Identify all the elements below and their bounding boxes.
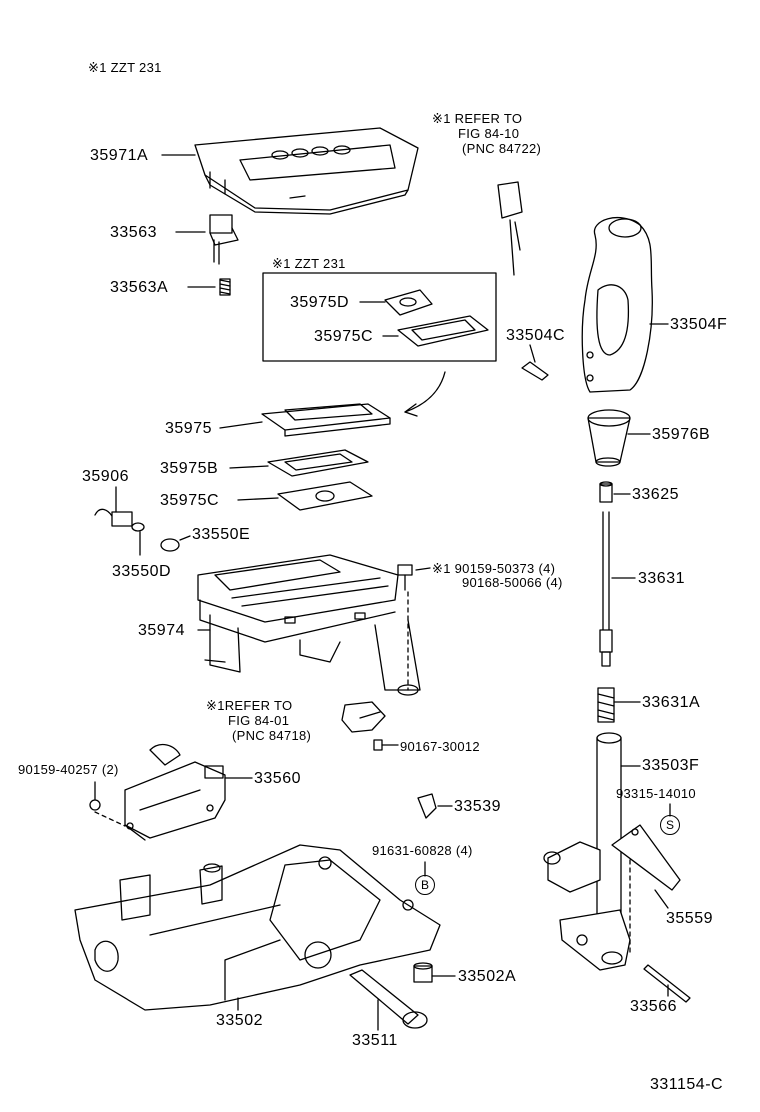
bolt-note-2: 90168-50066 (4): [462, 575, 563, 590]
label-33539: 33539: [454, 798, 501, 815]
flow-arrow: [404, 371, 446, 413]
part-35974-housing: [197, 554, 421, 696]
refer-note-mid-3: (PNC 84718): [232, 728, 312, 743]
part-bracket-84718: [341, 701, 386, 733]
part-33563-button: [209, 214, 239, 265]
label-93315-14010: 93315-14010: [616, 786, 696, 801]
label-33502: 33502: [216, 1012, 263, 1029]
refer-note-top-3: (PNC 84722): [462, 141, 542, 156]
label-91631-60828: 91631-60828 (4): [372, 843, 473, 858]
label-35975D: 35975D: [290, 294, 350, 311]
part-33560-unit: [124, 743, 226, 841]
label-35906: 35906: [82, 468, 129, 485]
part-33502-base: [74, 844, 441, 1011]
refer-note-mid-2: FIG 84-01: [228, 713, 290, 728]
label-35974: 35974: [138, 622, 185, 639]
part-33550E-bulb: [160, 538, 180, 552]
part-33511-pin: [349, 969, 428, 1029]
label-33631A: 33631A: [642, 694, 701, 711]
part-33503F-lever: [543, 732, 631, 971]
label-33560: 33560: [254, 770, 301, 787]
part-33539-clip: [417, 793, 437, 819]
part-35559-plate: [611, 824, 681, 891]
label-35975: 35975: [165, 420, 212, 437]
part-33566-pin: [643, 964, 691, 1003]
label-35976B: 35976B: [652, 426, 711, 443]
part-35906-socket: [94, 508, 145, 532]
part-35976B-boot: [587, 409, 631, 467]
label-35975C-2: 35975C: [160, 492, 220, 509]
refer-note-top-1: ※1 REFER TO: [432, 111, 523, 126]
label-33503F: 33503F: [642, 757, 700, 774]
part-35971A-cover: [194, 127, 419, 215]
label-33563A: 33563A: [110, 279, 169, 296]
label-33504F: 33504F: [670, 316, 728, 333]
part-bolt-90159-50373: [397, 564, 413, 691]
label-35559: 35559: [666, 910, 713, 927]
label-90159-40257: 90159-40257 (2): [18, 762, 119, 777]
part-90167-screw: [373, 739, 383, 751]
label-33631: 33631: [638, 570, 685, 587]
label-33550E: 33550E: [192, 526, 251, 543]
part-90159-40257-bolt: [89, 781, 126, 827]
part-35975-plate: [261, 403, 391, 437]
part-35975D-plate: [384, 289, 433, 316]
bolt-note-1: ※1 90159-50373 (4): [432, 561, 556, 576]
circle-b-symbol: B: [415, 875, 435, 895]
label-33563: 33563: [110, 224, 157, 241]
part-33625-pin: [599, 481, 613, 503]
part-33504C-screw: [521, 361, 549, 381]
part-35975B-plate: [267, 449, 369, 477]
label-33511: 33511: [352, 1032, 398, 1049]
refer-note-mid-1: ※1REFER TO: [206, 698, 293, 713]
label-35971A: 35971A: [90, 147, 149, 164]
part-connector-84722: [497, 181, 523, 276]
label-33566: 33566: [630, 998, 677, 1015]
footer-code: 331154-C: [650, 1076, 724, 1093]
part-33502A-bushing: [413, 962, 433, 983]
inset-note: ※1 ZZT 231: [272, 256, 346, 271]
part-33563A-spring: [219, 278, 231, 296]
label-33504C: 33504C: [506, 327, 566, 344]
label-35975C: 35975C: [314, 328, 374, 345]
label-33502A: 33502A: [458, 968, 517, 985]
header-note: ※1 ZZT 231: [88, 60, 162, 75]
circle-s-symbol: S: [660, 815, 680, 835]
inset-box: [262, 272, 497, 362]
part-33631A-spring: [597, 687, 615, 723]
label-90167-30012: 90167-30012: [400, 739, 480, 754]
part-35975C-plate-2: [277, 481, 373, 511]
refer-note-top-2: FIG 84-10: [458, 126, 520, 141]
part-35975C-plate: [397, 315, 489, 347]
label-35975B: 35975B: [160, 460, 219, 477]
part-33631-rod: [599, 511, 613, 667]
part-33504F-knob: [581, 216, 653, 393]
label-33550D: 33550D: [112, 563, 172, 580]
label-33625: 33625: [632, 486, 679, 503]
